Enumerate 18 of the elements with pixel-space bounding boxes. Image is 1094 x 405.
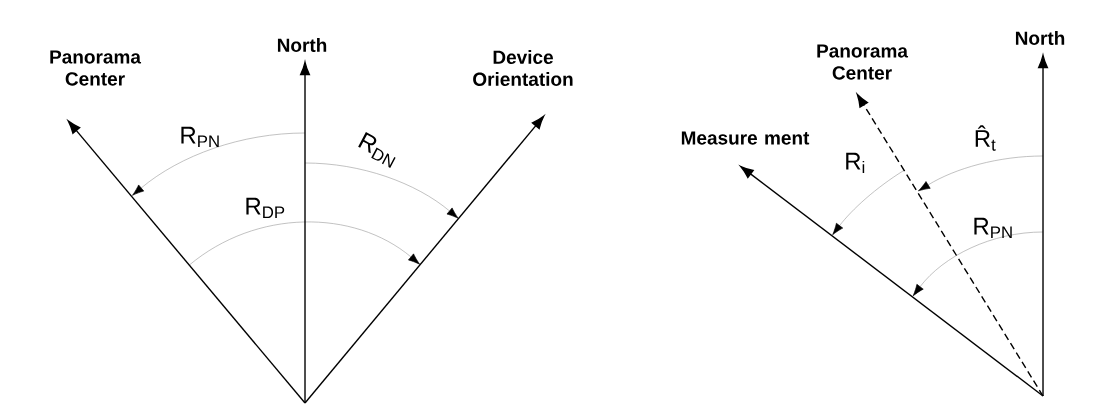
direction-label: Panorama Center (817, 44, 909, 80)
direction-label: Device Orientation (473, 50, 573, 86)
angle-label: R$_{i}$ (846, 152, 865, 174)
ray-arrow (299, 61, 311, 404)
direction-label: North (277, 38, 327, 52)
direction-label: Panorama Center (50, 50, 142, 86)
ray-arrow (856, 93, 1044, 397)
angle-label: R$_{PN}$ (974, 217, 1012, 239)
angle-label: R$_{DP}$ (246, 197, 285, 219)
angle-label: R$_{DN}$ (358, 132, 396, 168)
ray-arrow (304, 115, 545, 404)
angle-label: R$_{PN}$ (181, 126, 219, 148)
direction-label: Measure ment (681, 131, 810, 145)
ray-arrow (67, 120, 306, 404)
ray-arrow (740, 165, 1044, 397)
ray-arrow (1038, 54, 1049, 397)
direction-label: North (1015, 31, 1065, 45)
angle-label: R̂$_{t}$ (975, 125, 996, 151)
